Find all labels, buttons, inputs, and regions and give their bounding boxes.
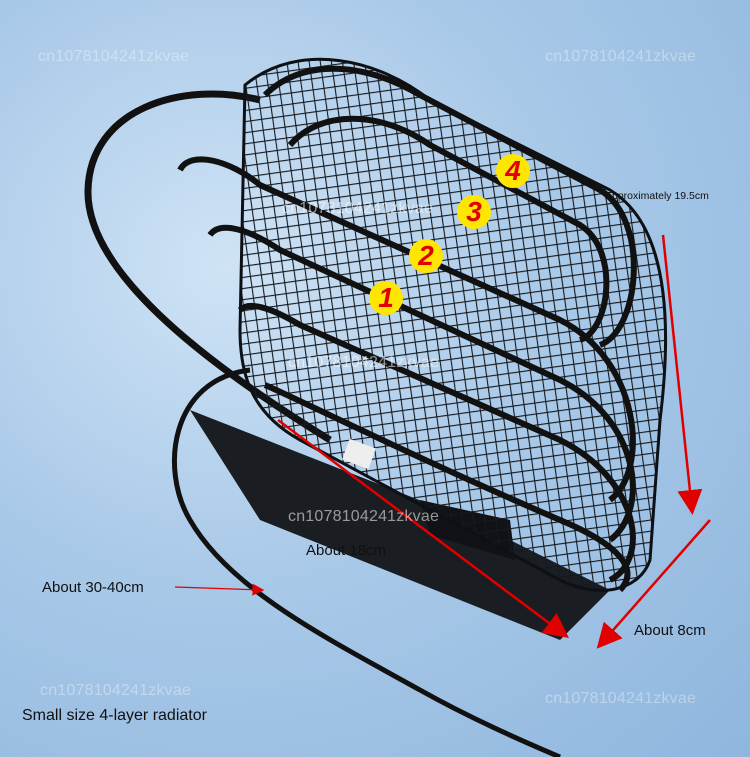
capillary-tube — [172, 367, 561, 757]
tube-layers — [177, 65, 637, 593]
layer-badge-4: 4 — [496, 154, 530, 188]
watermark: cn1078104241zkvae — [545, 690, 697, 707]
watermark: cn1078104241zkvae — [38, 48, 190, 65]
watermark: cn1078104241zkvae — [545, 48, 697, 65]
caption: Small size 4-layer radiator — [22, 707, 207, 724]
tube-length-label: About 30-40cm — [42, 579, 144, 596]
watermark: cn1078104241zkvae — [282, 200, 434, 217]
tube-arrow — [174, 583, 265, 596]
layer-badge-2: 2 — [409, 239, 443, 273]
height-arrow — [661, 234, 703, 515]
height-label: Approximately 19.5cm — [605, 190, 709, 202]
length-arrow — [277, 418, 570, 638]
base-plate — [190, 410, 610, 640]
layer-badge-3: 3 — [457, 195, 491, 229]
depth-arrow — [596, 519, 711, 649]
watermark: cn1078104241zkvae — [40, 682, 192, 699]
layer-badge-1: 1 — [369, 281, 403, 315]
outer-loop-tube — [84, 90, 332, 443]
depth-label: About 8cm — [634, 622, 706, 639]
length-label: About 18cm — [306, 542, 387, 559]
watermark: cn1078104241zkvae — [288, 354, 440, 371]
watermark: cn1078104241zkvae — [288, 508, 440, 525]
